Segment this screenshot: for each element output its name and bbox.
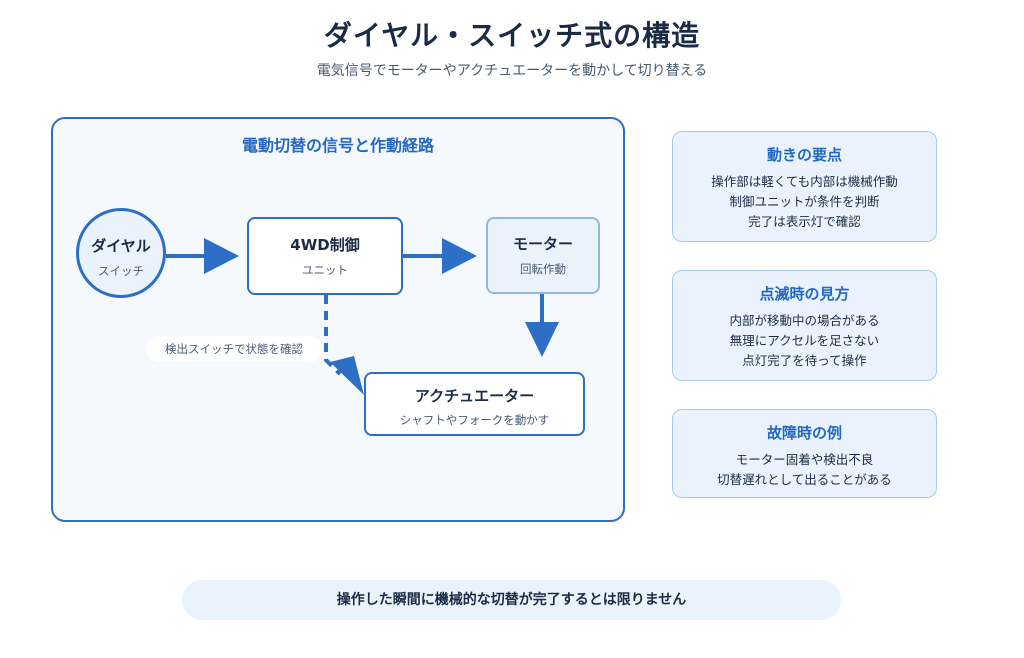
card-line: 切替遅れとして出ることがある [717,472,892,487]
footer-note: 操作した瞬間に機械的な切替が完了するとは限りません [182,580,841,620]
diagram-panel-title: 電動切替の信号と作動経路 [241,136,434,155]
node-actuator-sub: シャフトやフォークを動かす [399,413,550,427]
node-dial-label: ダイヤル [91,237,151,255]
info-card-blinking: 点滅時の見方 内部が移動中の場合がある 無理にアクセルを足さない 点灯完了を待っ… [672,270,937,381]
dashed-arrow-controller-to-actuator [324,295,342,376]
card-line: 無理にアクセルを足さない [729,333,880,348]
node-actuator-label: アクチュエーター [414,387,535,405]
dashed-arrow-head-controller-to-actuator [330,356,364,395]
node-actuator: アクチュエーター シャフトやフォークを動かす [364,372,585,436]
diagram-panel [51,117,625,522]
node-4wd-controller: 4WD制御 ユニット [247,217,403,295]
card-line: 点灯完了を待って操作 [742,353,867,368]
card-line: 完了は表示灯で確認 [748,214,861,229]
arrow-head-dial-to-controller [204,238,239,274]
page-title: ダイヤル・スイッチ式の構造 [323,19,701,52]
node-motor: モーター 回転作動 [486,217,600,294]
card-line: 制御ユニットが条件を判断 [729,194,880,209]
node-dial-sub: スイッチ [98,264,144,278]
node-motor-sub: 回転作動 [520,262,566,276]
node-controller-sub: ユニット [302,263,348,277]
edge-label-detection: 検出スイッチで状態を確認 [146,336,322,362]
info-card-failure-examples: 故障時の例 モーター固着や検出不良 切替遅れとして出ることがある [672,409,937,498]
card-title: 動きの要点 [766,146,842,164]
arrow-head-controller-to-motor [442,238,477,274]
page-subtitle: 電気信号でモーターやアクチュエーターを動かして切り替える [316,63,708,79]
card-title: 点滅時の見方 [759,285,850,303]
node-motor-label: モーター [512,235,573,253]
card-line: モーター固着や検出不良 [735,452,874,467]
card-line: 操作部は軽くても内部は機械作動 [711,174,898,189]
card-title: 故障時の例 [766,424,842,442]
node-controller-label: 4WD制御 [290,236,360,254]
info-card-key-points: 動きの要点 操作部は軽くても内部は機械作動 制御ユニットが条件を判断 完了は表示… [672,131,937,242]
arrow-head-motor-to-actuator [525,322,559,357]
card-line: 内部が移動中の場合がある [729,313,880,328]
node-dial-switch: ダイヤル スイッチ [76,208,166,298]
